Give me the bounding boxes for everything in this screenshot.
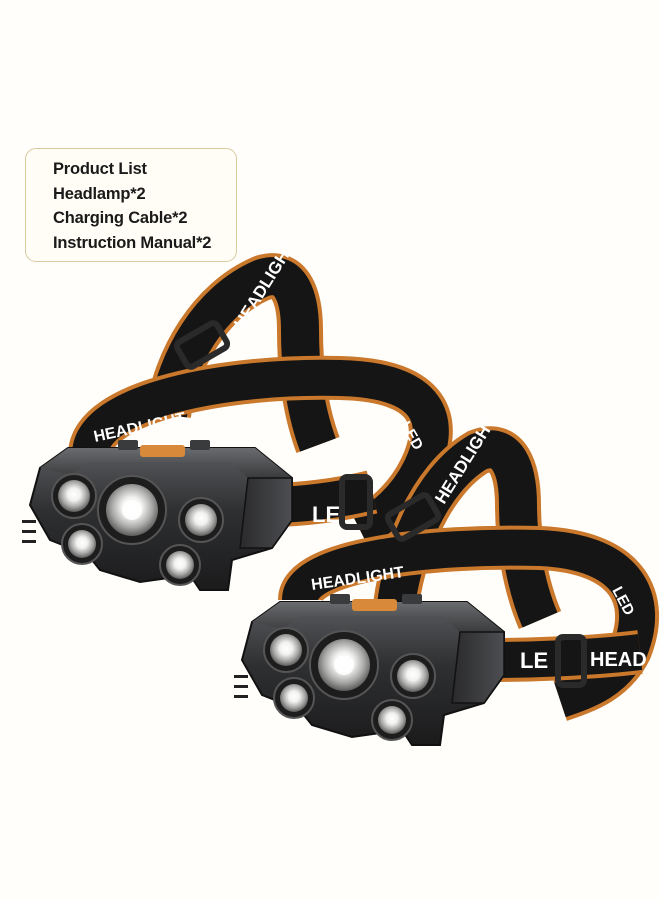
headlamp-1-lens-bottom-left: [68, 530, 96, 558]
product-list-item-instruction-manual: Instruction Manual*2: [53, 233, 212, 252]
headlamp-1-switch-band: [140, 445, 185, 457]
headlamp-2: LED HEADLIGHT HEADLIGHT LED LE HEAD: [234, 412, 660, 746]
headlamp-1-top-buckle: [173, 320, 231, 370]
product-list-item-headlamp: Headlamp*2: [53, 184, 146, 203]
headlamp-2-switch-band: [352, 599, 397, 611]
headlamp-2-strap-text-head-front: HEAD: [590, 649, 647, 671]
headlamp-2-lens-top-right: [397, 660, 429, 692]
product-list-title: Product List: [53, 160, 147, 178]
headlamp-2-lenses: [263, 627, 436, 741]
headlamp-2-side-buckle: [555, 634, 587, 688]
product-list-box: Product List Headlamp*2 Charging Cable*2…: [25, 148, 237, 262]
headlamp-1-lens-top-left: [58, 480, 90, 512]
headlamp-2-lens-bottom-left: [280, 684, 308, 712]
headlamp-1-lens-bottom-right: [166, 551, 194, 579]
headlamp-1-lens-top-right: [185, 504, 217, 536]
headlamp-2-lens-bottom-right: [378, 706, 406, 734]
headlamp-1-strap-text-led-front: LE: [312, 502, 340, 527]
headlamp-1-side-buckle: [339, 474, 373, 530]
headlamp-2-lens-top-left: [270, 634, 302, 666]
product-list-item-charging-cable: Charging Cable*2: [53, 209, 188, 227]
headlamp-2-strap-text-led-front: LE: [520, 648, 548, 673]
headlamp-2-top-buckle: [384, 492, 442, 542]
headlamp-1: LED HEADLIGHT HEADLIGHT LED LE: [22, 237, 453, 591]
headlamp-1-lenses: [51, 473, 224, 586]
